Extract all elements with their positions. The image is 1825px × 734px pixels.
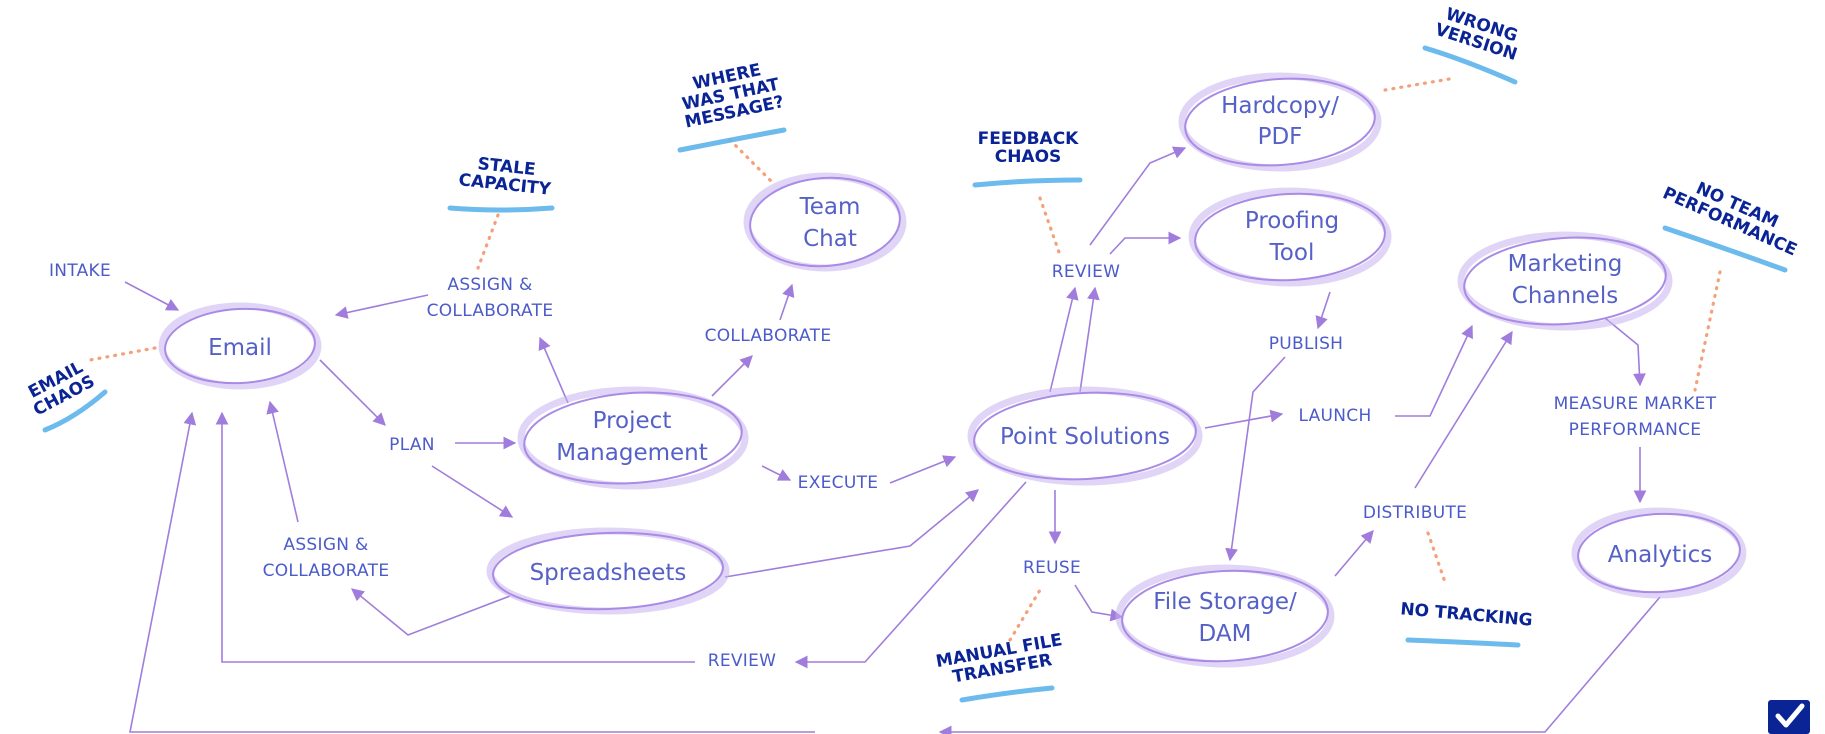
- arrow-spreadsheets-ps: [724, 489, 979, 578]
- action-reuse: REUSE: [1023, 558, 1081, 578]
- node-hardcopy-line2: PDF: [1258, 124, 1303, 150]
- analytics-node-ellipse: [1571, 507, 1747, 599]
- node-project-management-line2: Management: [556, 440, 708, 466]
- checkmark-logo-icon: [1768, 700, 1810, 734]
- node-labels: Email Team Chat Project Management Sprea…: [208, 93, 1712, 647]
- arrow-marketing-measure: [1604, 317, 1646, 387]
- arrow-bottom-loop-email: [129, 411, 815, 733]
- action-review-bottom: REVIEW: [708, 651, 777, 671]
- arrow-review-proofing: [1109, 231, 1182, 255]
- node-team-chat-line1: Team: [799, 194, 861, 220]
- problem-no-team-performance: NO TEAM PERFORMANCE: [1660, 178, 1800, 260]
- node-proofing-line2: Tool: [1269, 240, 1315, 266]
- node-email: Email: [208, 335, 272, 361]
- arrow-execute-ps: [889, 455, 957, 484]
- node-project-management-line1: Project: [593, 408, 672, 434]
- action-assign-top-line2: COLLABORATE: [427, 301, 554, 321]
- arrow-email-plan: [319, 359, 386, 426]
- arrow-filestorage-distribute: [1334, 530, 1374, 577]
- node-file-storage-line1: File Storage/: [1153, 589, 1297, 615]
- node-file-storage-line2: DAM: [1199, 621, 1252, 647]
- marketing-channels-node-ellipse: [1457, 231, 1673, 331]
- action-assign-bottom-line1: ASSIGN &: [283, 535, 368, 555]
- arrow-plan-spreadsheets: [431, 465, 514, 518]
- problem-labels: EMAIL CHAOS STALE CAPACITY WHERE WAS THA…: [25, 4, 1800, 687]
- problem-manual-file-transfer: MANUAL FILE TRANSFER: [934, 630, 1063, 687]
- arrow-proofing-publish: [1315, 291, 1331, 330]
- problem-feedback-chaos: FEEDBACK CHAOS: [978, 129, 1080, 167]
- action-review-top: REVIEW: [1052, 262, 1121, 282]
- arrow-review-hardcopy: [1089, 146, 1187, 246]
- connectors: [124, 146, 1661, 734]
- hardcopy-node-ellipse: [1178, 72, 1382, 172]
- proofing-node-ellipse: [1188, 187, 1392, 287]
- point-solutions-node-ellipse: [967, 386, 1203, 486]
- action-launch: LAUNCH: [1298, 406, 1371, 426]
- arrow-distribute-marketing: [1414, 330, 1513, 489]
- arrow-intake-email: [124, 281, 180, 311]
- arrow-collaborate-chat: [779, 283, 795, 321]
- node-ellipses: [158, 72, 1747, 668]
- svg-text:FEEDBACK: FEEDBACK: [978, 129, 1080, 149]
- node-marketing-line1: Marketing: [1508, 251, 1623, 277]
- arrow-assign2-email: [266, 400, 299, 523]
- arrow-ps-review-top-2: [1079, 286, 1100, 393]
- arrow-ps-launch: [1204, 409, 1284, 429]
- spreadsheets-node-ellipse: [486, 527, 730, 615]
- action-plan: PLAN: [389, 435, 435, 455]
- svg-text:NO TRACKING: NO TRACKING: [1400, 599, 1534, 630]
- action-distribute: DISTRIBUTE: [1363, 503, 1467, 523]
- arrow-assign-email: [334, 294, 429, 319]
- problem-underlines: [42, 45, 1788, 703]
- arrow-reuse-filestorage: [1074, 584, 1124, 622]
- action-execute: EXECUTE: [798, 473, 879, 493]
- arrow-review-bottom-email: [215, 411, 695, 663]
- arrow-pm-assign: [538, 336, 569, 404]
- file-storage-node-ellipse: [1115, 564, 1335, 668]
- node-team-chat-line2: Chat: [803, 226, 857, 252]
- node-analytics: Analytics: [1608, 542, 1712, 568]
- action-intake: INTAKE: [49, 261, 111, 281]
- node-spreadsheets: Spreadsheets: [530, 560, 687, 586]
- arrow-pm-execute: [761, 465, 792, 481]
- svg-text:CHAOS: CHAOS: [995, 147, 1062, 167]
- arrow-publish-filestorage: [1225, 356, 1286, 562]
- node-marketing-line2: Channels: [1512, 283, 1618, 309]
- project-management-node-ellipse: [517, 386, 749, 490]
- problem-email-chaos: EMAIL CHAOS: [25, 357, 98, 420]
- problem-leaders: [88, 76, 1722, 642]
- action-assign-top-line1: ASSIGN &: [447, 275, 532, 295]
- arrow-pm-collaborate: [711, 355, 753, 397]
- arrow-spreadsheets-assign2: [351, 588, 511, 636]
- arrow-ps-review-top-1: [1049, 286, 1079, 393]
- action-assign-bottom-line2: COLLABORATE: [263, 561, 390, 581]
- arrow-ps-review-bottom: [794, 481, 1027, 669]
- problem-stale-capacity: STALE CAPACITY: [458, 154, 553, 200]
- problem-no-tracking: NO TRACKING: [1400, 599, 1534, 630]
- action-measure-line1: MEASURE MARKET: [1554, 394, 1717, 414]
- node-proofing-line1: Proofing: [1245, 208, 1339, 234]
- node-point-solutions: Point Solutions: [1000, 424, 1170, 450]
- node-hardcopy-line1: Hardcopy/: [1221, 93, 1339, 119]
- action-labels: INTAKE ASSIGN & COLLABORATE PLAN COLLABO…: [49, 261, 1717, 671]
- action-publish: PUBLISH: [1269, 334, 1344, 354]
- arrow-launch-marketing: [1395, 324, 1473, 417]
- team-chat-node-ellipse: [743, 172, 907, 272]
- action-collaborate: COLLABORATE: [705, 326, 832, 346]
- email-node-ellipse: [158, 302, 322, 390]
- svg-text:CAPACITY: CAPACITY: [458, 170, 553, 200]
- action-measure-line2: PERFORMANCE: [1569, 420, 1702, 440]
- problem-where-message: WHERE WAS THAT MESSAGE?: [680, 60, 785, 132]
- arrow-analytics-bottom: [938, 596, 1661, 734]
